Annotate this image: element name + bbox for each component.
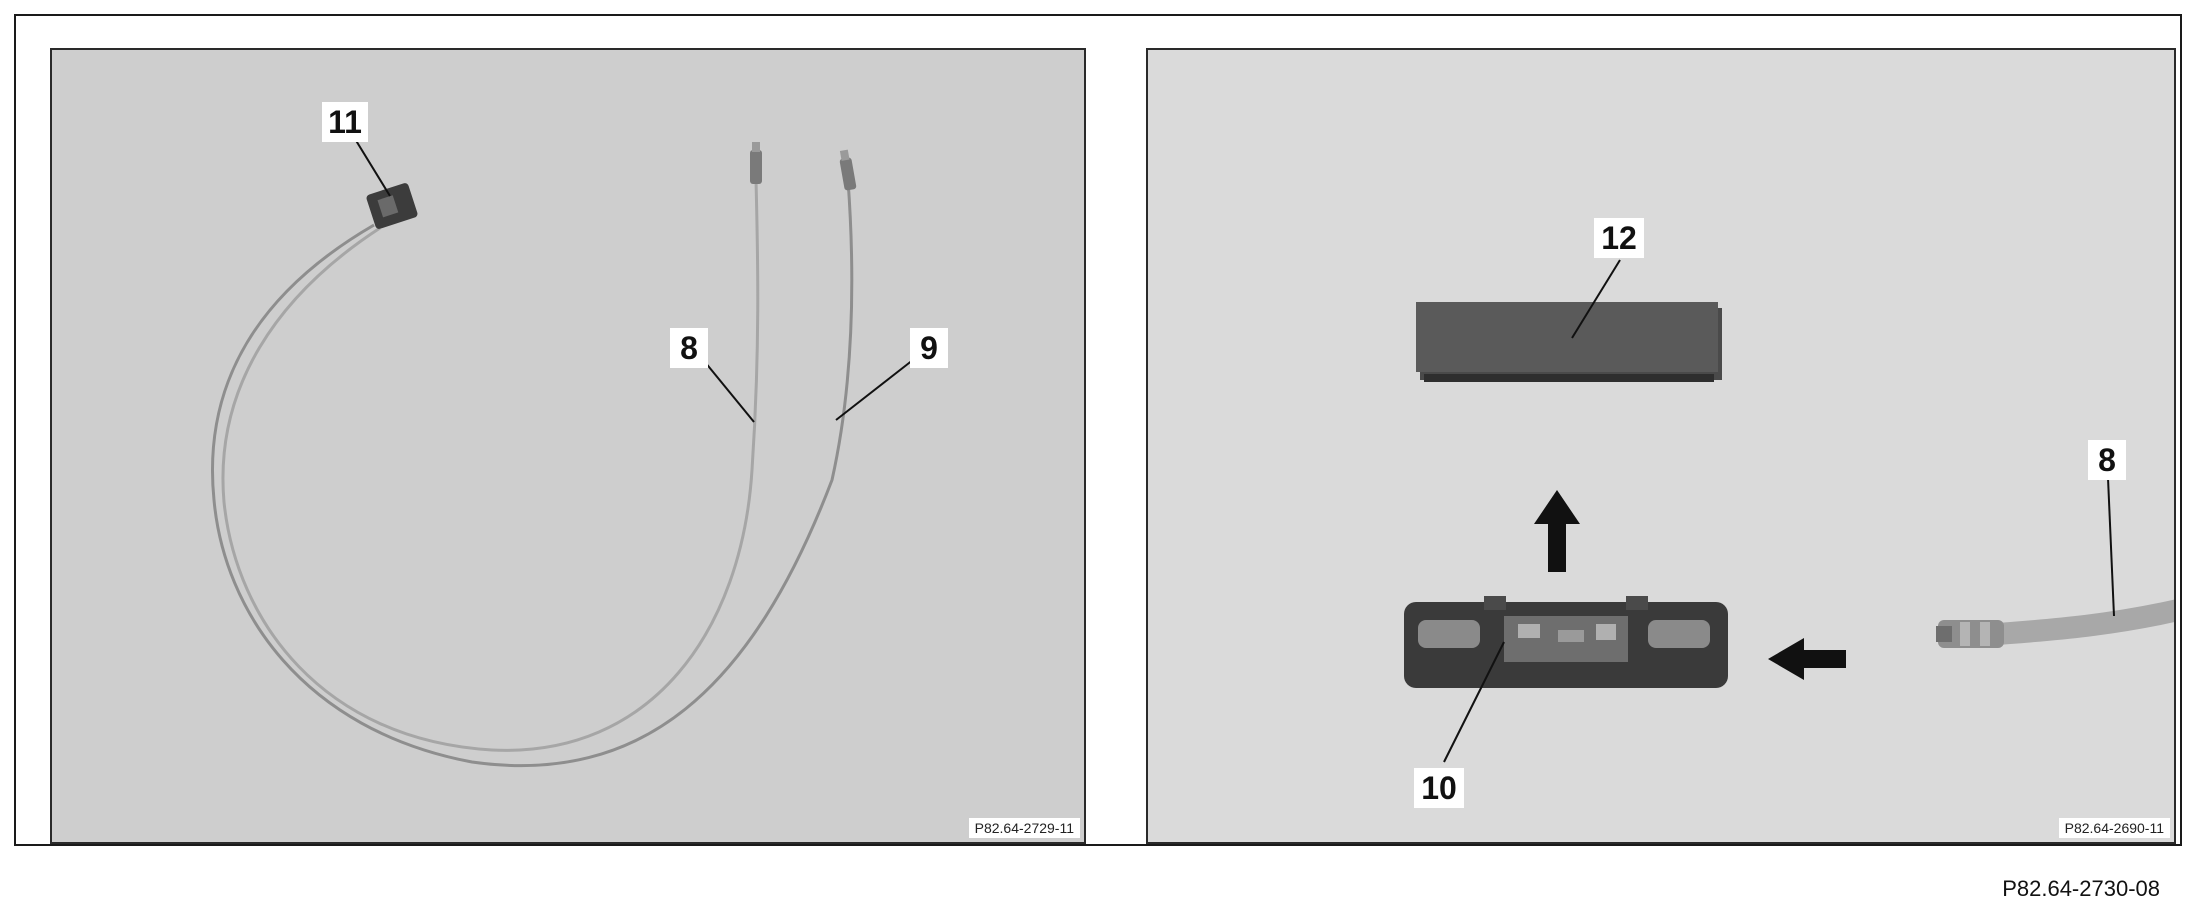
leader-8-right — [2107, 477, 2115, 617]
callout-11: 11 — [322, 102, 368, 142]
leader-8 — [699, 355, 755, 423]
leader-9 — [835, 355, 919, 421]
harness-illustration — [211, 133, 919, 768]
image-code-right: P82.64-2690-11 — [2058, 818, 2170, 838]
housing-panel: 12 10 8 P82.64-2690-11 — [1146, 48, 2176, 844]
leader-11 — [351, 133, 391, 197]
housing-illustration — [1404, 259, 2174, 763]
callout-8: 8 — [670, 328, 708, 368]
connector-11 — [366, 183, 418, 229]
leader-10 — [1443, 641, 1505, 763]
wire-8-terminal — [1936, 599, 2174, 648]
connector-wire-outer — [211, 179, 854, 768]
connector-wire-inner — [221, 179, 760, 752]
cover-12 — [1416, 302, 1722, 382]
figure-code: P82.64-2730-08 — [2002, 876, 2160, 901]
housing-10 — [1404, 596, 1728, 688]
callout-9: 9 — [910, 328, 948, 368]
callout-12: 12 — [1594, 218, 1644, 258]
arrow-left-icon — [1768, 638, 1846, 680]
callout-10: 10 — [1414, 768, 1464, 808]
image-code-left: P82.64-2729-11 — [968, 818, 1080, 838]
terminal-pin-9 — [839, 149, 857, 191]
figure-frame: 11 8 9 P82.64-2729-11 — [14, 14, 2182, 846]
arrow-up-icon — [1534, 490, 1580, 572]
terminal-pin-8 — [750, 142, 762, 184]
leader-12 — [1571, 259, 1621, 339]
callout-8-right: 8 — [2088, 440, 2126, 480]
harness-panel: 11 8 9 P82.64-2729-11 — [50, 48, 1086, 844]
